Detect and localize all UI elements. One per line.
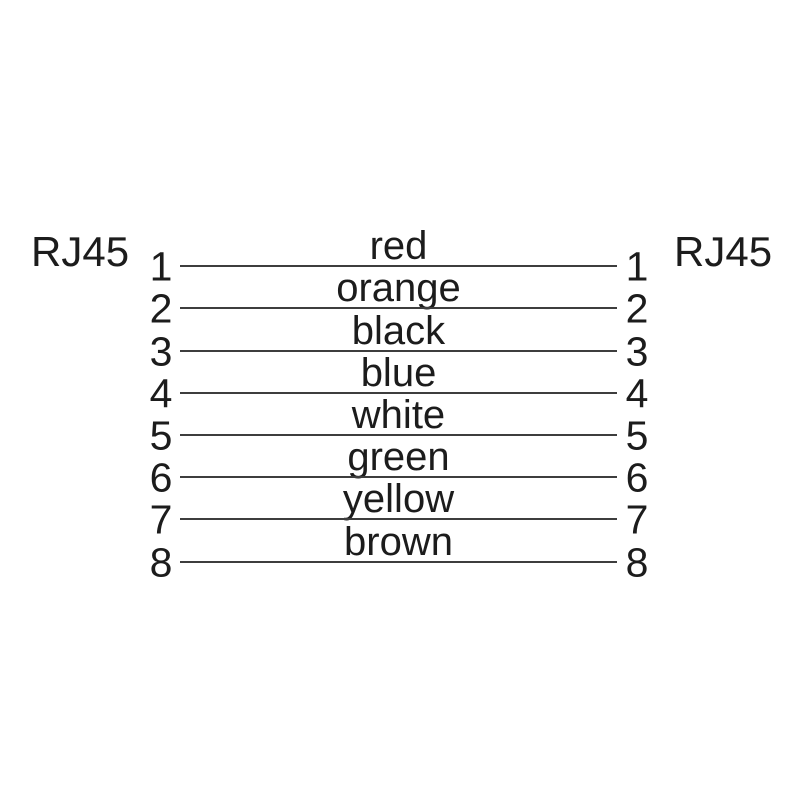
wire-color-label: blue (360, 350, 437, 395)
pin-number-right: 8 (625, 539, 649, 585)
pin-number-left: 6 (149, 454, 173, 501)
pin-number-right: 7 (625, 496, 649, 543)
wire-color-label: black (351, 308, 446, 353)
pin-number-left: 8 (149, 539, 173, 585)
wire-row-6: 6 green 6 (140, 435, 660, 498)
wire-color-label: green (347, 435, 450, 480)
wire-row-7: 7 yellow 7 (140, 477, 660, 540)
pin-number-left: 1 (149, 243, 173, 290)
wire-line (180, 391, 617, 394)
pin-number-right: 3 (625, 328, 649, 375)
pin-number-right: 6 (625, 454, 649, 501)
wire-row-8: 8 brown 8 (140, 519, 660, 583)
wire-color-label: orange (336, 266, 461, 311)
pin-number-right: 2 (625, 285, 649, 332)
wire-row-2: 2 orange 2 (140, 266, 660, 329)
wire-color-label: brown (344, 519, 453, 564)
wire-row-1: 1 red 1 (140, 224, 660, 287)
pin-number-right: 5 (625, 412, 649, 459)
wire-list: 1 red 1 2 orange 2 3 black 3 4 blue 4 5 … (140, 224, 660, 583)
left-connector-label: RJ45 (31, 228, 130, 275)
wire-color-label: yellow (342, 477, 455, 522)
pin-number-left: 2 (149, 285, 173, 332)
pin-number-left: 3 (149, 328, 173, 375)
wire-line (180, 307, 617, 310)
wire-line (180, 476, 617, 479)
wire-row-5: 5 white 5 (140, 392, 660, 456)
pin-number-left: 5 (149, 412, 173, 459)
wire-row-4: 4 blue 4 (140, 350, 660, 414)
wire-color-label: white (351, 392, 446, 437)
wire-line (180, 560, 617, 563)
wire-line (180, 349, 617, 352)
pin-number-right: 1 (625, 243, 649, 290)
wire-color-label: red (369, 224, 428, 269)
wire-line (180, 265, 617, 268)
wire-row-3: 3 black 3 (140, 308, 660, 372)
wire-line (180, 433, 617, 436)
pin-number-right: 4 (625, 370, 649, 417)
wire-line (180, 518, 617, 521)
pin-number-left: 4 (149, 370, 173, 417)
right-connector-label: RJ45 (674, 228, 773, 275)
pin-number-left: 7 (149, 496, 173, 543)
